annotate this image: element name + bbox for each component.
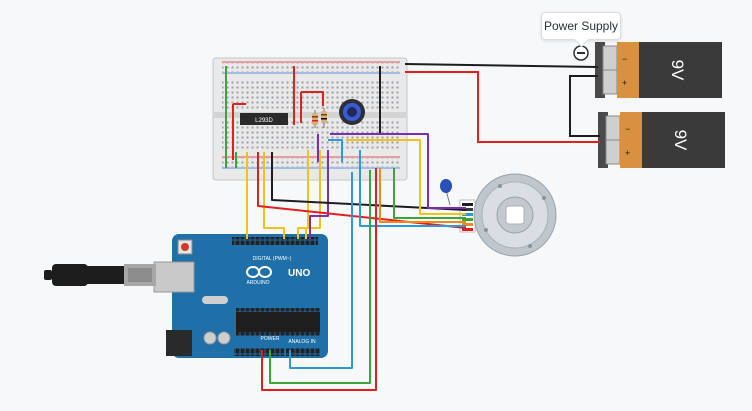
chip-label: L293D xyxy=(255,118,273,124)
arduino-infinity-logo xyxy=(246,266,272,278)
resistor-1[interactable] xyxy=(312,110,318,128)
capacitor[interactable] xyxy=(440,179,452,206)
resistor-2[interactable] xyxy=(321,108,327,128)
battery-top[interactable]: − + 9V xyxy=(595,42,722,98)
arduino-uno-board[interactable]: DIGITAL (PWM~) ANALOG IN POWER UNO ARDUI… xyxy=(153,234,328,358)
circuit-wires[interactable] xyxy=(225,66,467,391)
battery-top-plus: + xyxy=(622,78,627,88)
usb-cable[interactable] xyxy=(44,264,156,286)
battery-bottom-voltage: 9V xyxy=(671,130,690,151)
arduino-power-label: POWER xyxy=(261,336,280,342)
battery-bottom-minus: − xyxy=(625,124,630,134)
arduino-brand: ARDUINO xyxy=(246,280,269,286)
encoder-motor[interactable] xyxy=(459,173,557,257)
battery-top-voltage: 9V xyxy=(668,60,687,81)
battery-wires[interactable] xyxy=(404,63,600,143)
arduino-digital-label: DIGITAL (PWM~) xyxy=(253,256,292,262)
power-supply-tooltip: Power Supply xyxy=(541,12,621,40)
minus-circle-icon[interactable] xyxy=(573,45,589,61)
arduino-model: UNO xyxy=(288,268,310,279)
potentiometer[interactable] xyxy=(339,99,365,125)
arduino-analog-label: ANALOG IN xyxy=(288,339,316,345)
battery-bottom-plus: + xyxy=(625,148,630,158)
l293d-chip[interactable]: L293D xyxy=(240,113,288,125)
battery-bottom[interactable]: − + 9V xyxy=(598,112,725,168)
battery-top-minus: − xyxy=(622,54,627,64)
